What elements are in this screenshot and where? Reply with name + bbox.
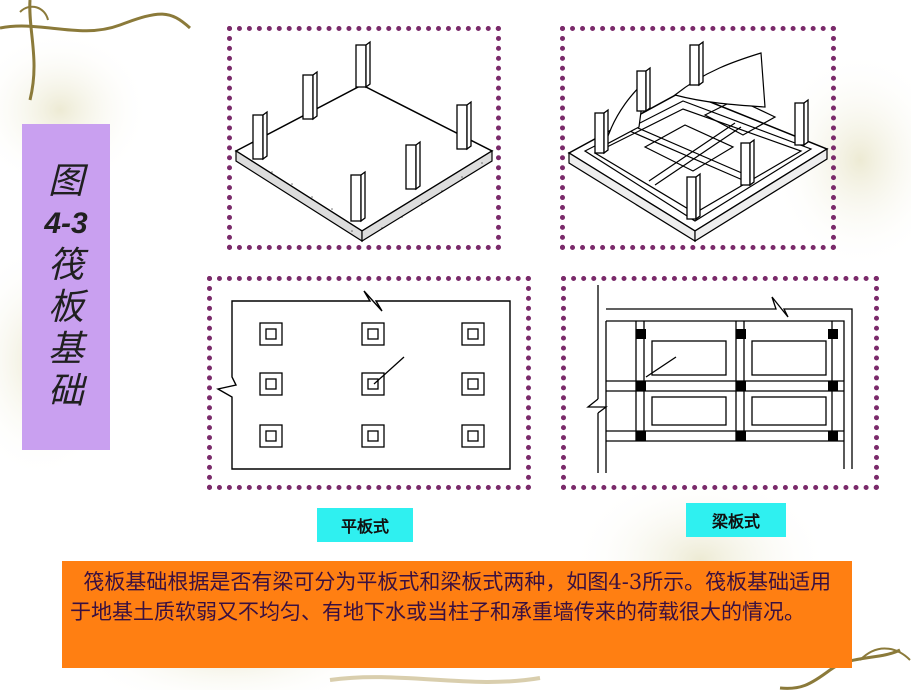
title-char-1: 图 <box>47 161 84 202</box>
figure-title: 图 4-3 筏 板 基 础 <box>22 124 110 450</box>
title-char-5: 基 <box>47 329 84 370</box>
beam-raft-plan-diagram <box>561 276 879 490</box>
description-box: 筏板基础根据是否有梁可分为平板式和梁板式两种，如图4-3所示。筏板基础适用于地基… <box>62 561 852 668</box>
beam-raft-label: 梁板式 <box>686 503 786 537</box>
title-char-6: 础 <box>47 371 84 412</box>
flat-raft-label: 平板式 <box>317 508 413 542</box>
title-figure-number: 4-3 <box>44 207 88 240</box>
flat-raft-3d-diagram <box>227 26 501 250</box>
title-char-3: 筏 <box>47 245 84 286</box>
description-text: 筏板基础根据是否有梁可分为平板式和梁板式两种，如图4-3所示。筏板基础适用于地基… <box>70 570 832 624</box>
flat-raft-plan-diagram <box>207 276 531 490</box>
beam-raft-3d-diagram <box>560 26 836 250</box>
description-indent <box>70 570 83 594</box>
title-char-4: 板 <box>47 287 84 328</box>
